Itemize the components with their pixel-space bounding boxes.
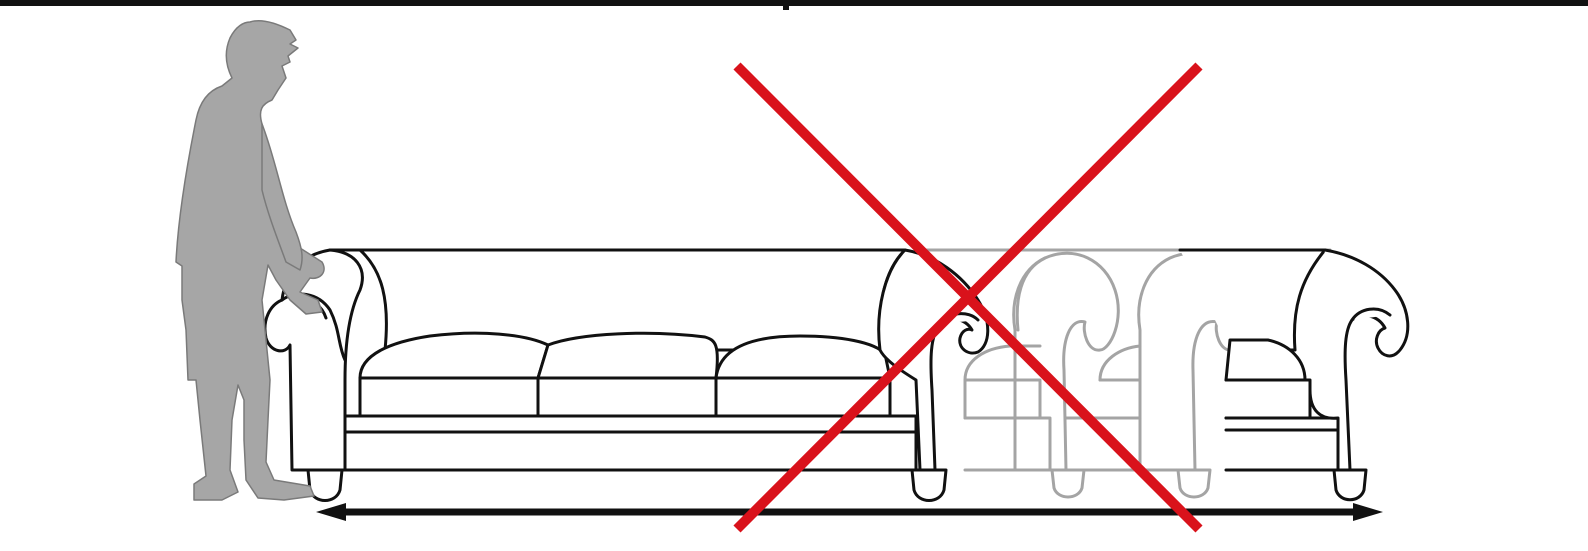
sofa-leg-right — [912, 470, 946, 501]
top-tick — [783, 0, 789, 10]
ghost-base-1 — [965, 418, 1050, 470]
ghost-cushion-2 — [1100, 346, 1140, 380]
double-arrow-icon — [316, 503, 1383, 521]
ghost-arm-1-roll — [1017, 258, 1045, 330]
arrow-head-right — [1353, 503, 1383, 521]
main-sofa — [265, 250, 988, 501]
ghost-leg-2 — [1178, 470, 1210, 497]
top-frame — [0, 0, 1588, 10]
right-leg — [1334, 470, 1366, 500]
right-seat-front — [1226, 380, 1310, 418]
arrow-head-left — [316, 503, 346, 521]
right-back-panel — [1180, 250, 1325, 350]
top-rule — [0, 0, 1588, 6]
ghost-seat-2 — [1100, 380, 1140, 418]
sofa-right-end — [1180, 250, 1408, 500]
ghost-leg-1 — [1052, 470, 1084, 497]
right-base-rail — [1226, 418, 1338, 470]
sofa-cushion-middle — [538, 333, 717, 378]
ghost-seat-1 — [965, 380, 1040, 418]
sofa-seat-front — [360, 378, 890, 418]
